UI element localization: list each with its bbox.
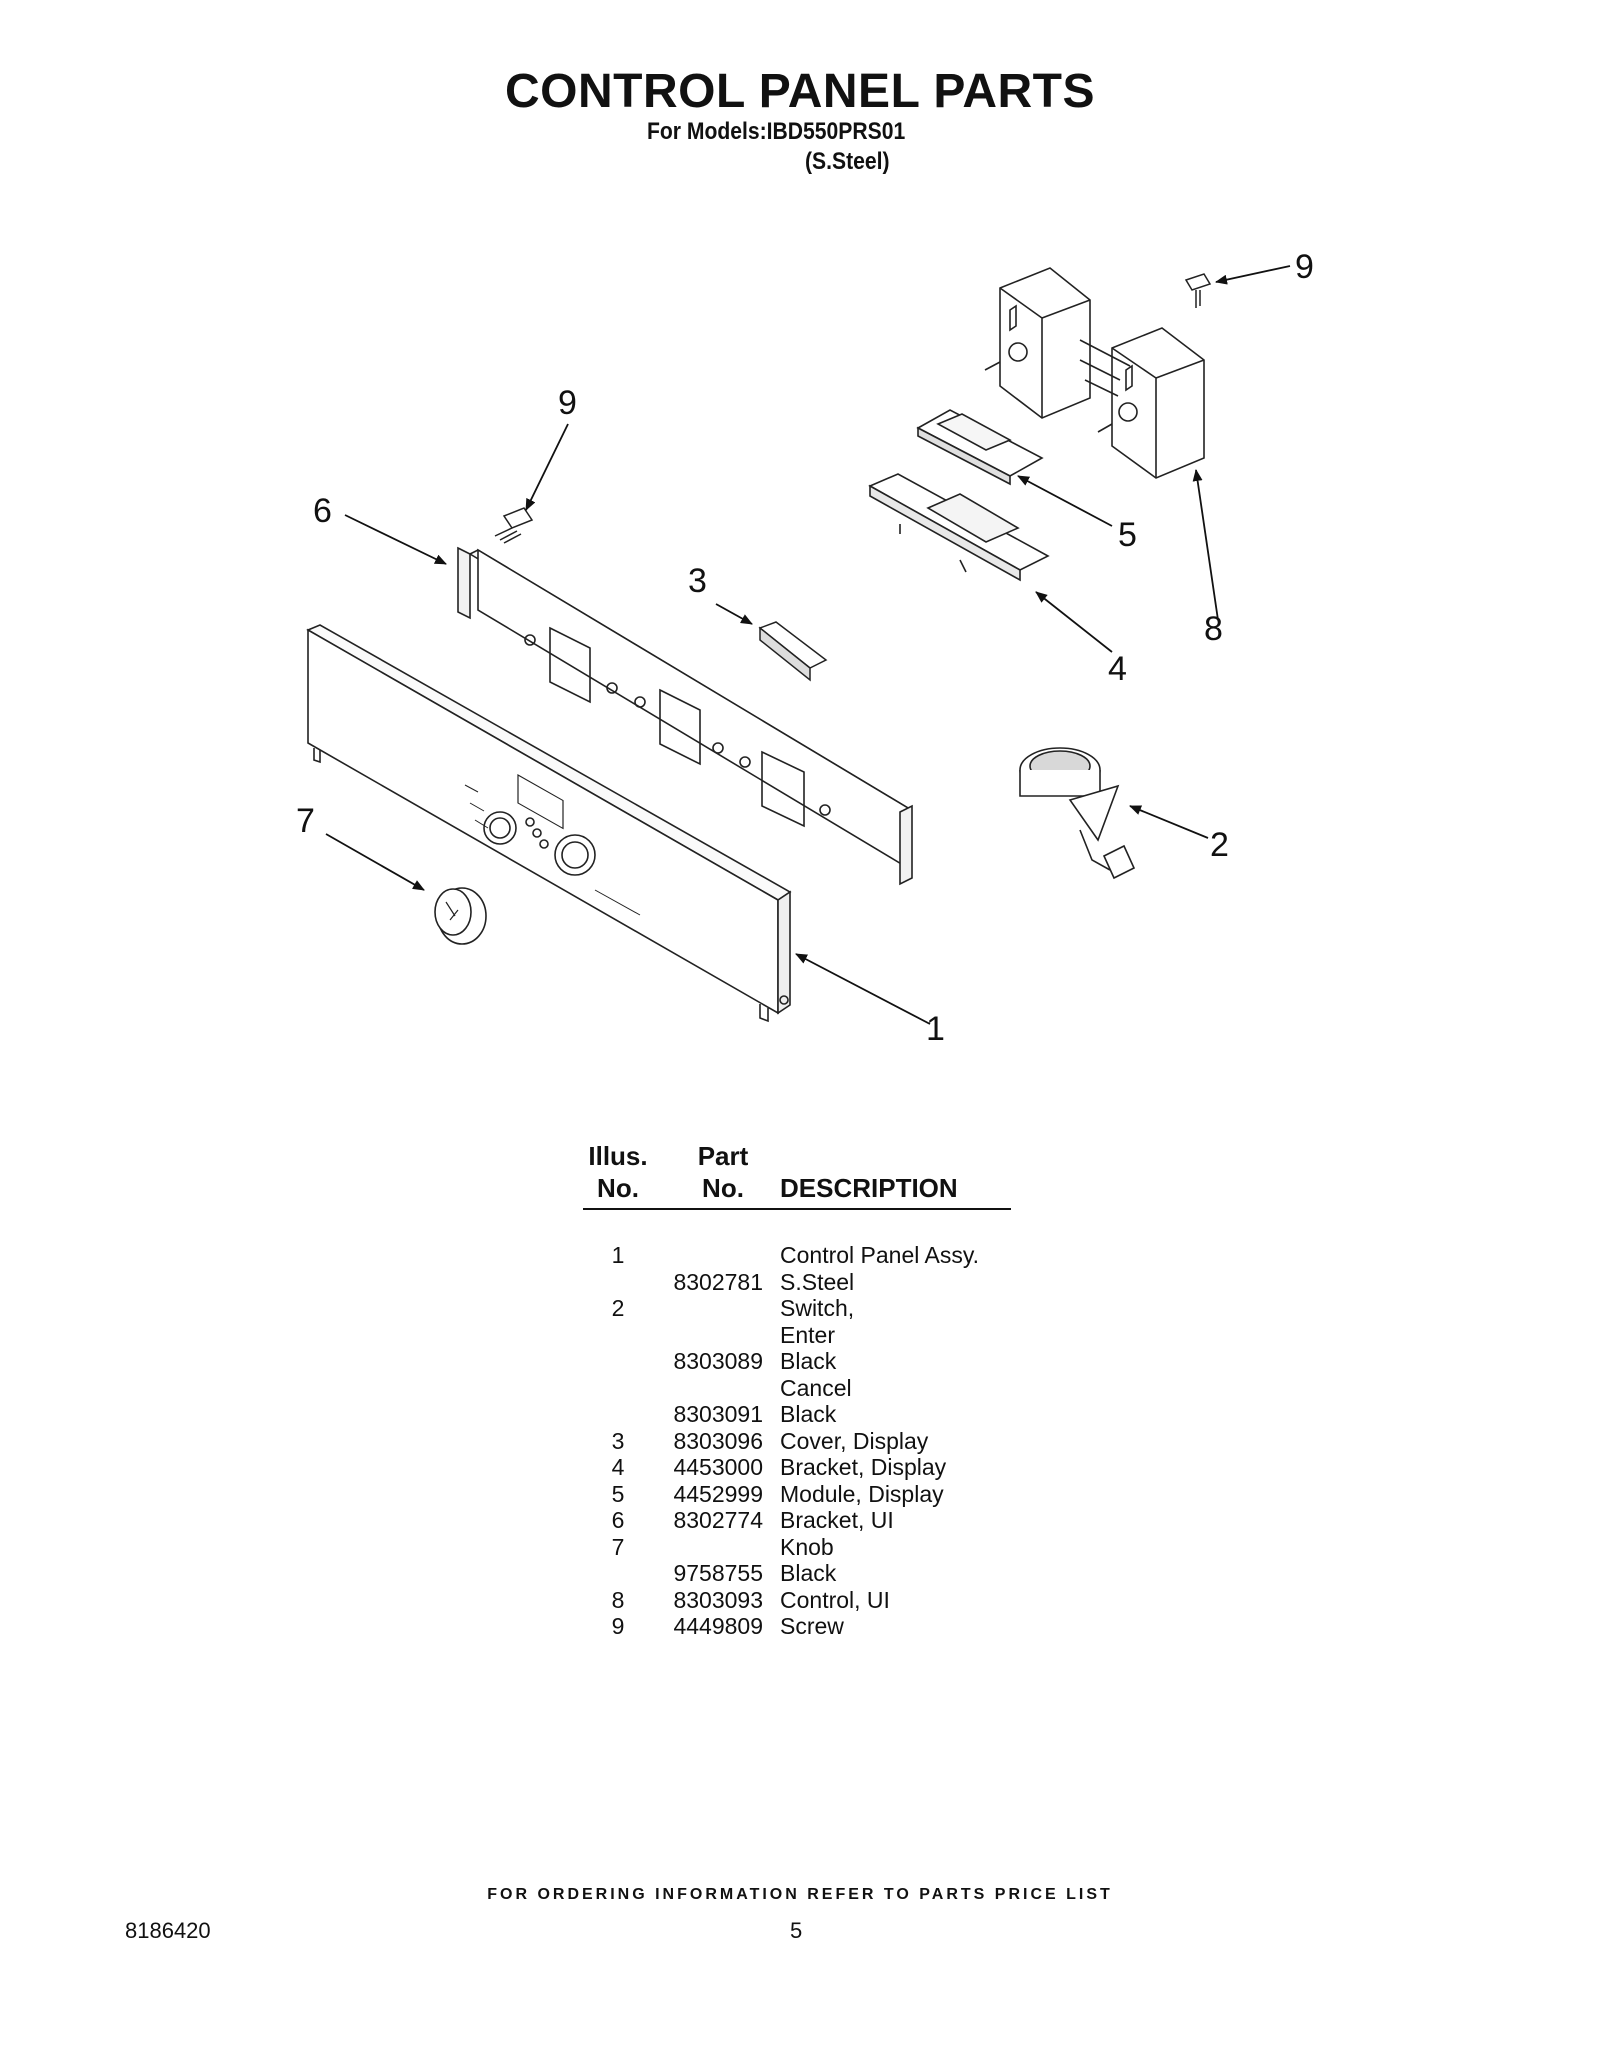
callout-1: 1 [926, 1010, 945, 1048]
leader-arrows [325, 265, 1291, 1025]
table-row: 3 8303096 Cover, Display [583, 1428, 1023, 1455]
callout-3: 3 [688, 562, 707, 600]
table-row: 7 Knob [583, 1534, 1023, 1561]
header-part: Part No. [697, 1141, 749, 1203]
description-cell: Knob [780, 1533, 834, 1560]
control-panel-assembly-drawing [306, 624, 792, 1023]
document-number: 8186420 [125, 1918, 211, 1943]
description-cell: Module, Display [780, 1480, 944, 1507]
part-number-cell: 8302781 [673, 1268, 763, 1295]
arrow-3 [715, 603, 753, 625]
table-row: 5 4452999 Module, Display [583, 1481, 1023, 1508]
arrow-9-right [1215, 265, 1291, 285]
description-cell: Black [780, 1401, 837, 1427]
table-row: 8 8303093 Control, UI [583, 1587, 1023, 1614]
arrow-2 [1129, 805, 1209, 839]
illus-cell: 2 [611, 1295, 625, 1321]
part-number-cell: 8303096 [673, 1427, 763, 1454]
description-cell: Enter [780, 1321, 835, 1348]
display-bracket-drawing [868, 473, 1050, 582]
arrow-1 [795, 953, 931, 1025]
callout-7: 7 [296, 802, 315, 840]
display-module-drawing [916, 409, 1044, 486]
table-row: 8302781 S.Steel [583, 1269, 1023, 1296]
arrow-9-left [525, 423, 569, 511]
knob-drawing [434, 887, 487, 945]
description-cell: Cancel [780, 1374, 852, 1401]
part-number-cell: 4452999 [673, 1480, 763, 1507]
illus-cell: 4 [611, 1454, 625, 1480]
table-row: 6 8302774 Bracket, UI [583, 1507, 1023, 1534]
header-rule [583, 1208, 1011, 1210]
arrow-4 [1035, 591, 1113, 653]
callout-2: 2 [1210, 826, 1229, 864]
table-row: 9 4449809 Screw [583, 1613, 1023, 1640]
illus-cell: 8 [611, 1586, 625, 1613]
table-row: Enter [583, 1322, 1023, 1349]
header-description: DESCRIPTION [780, 1173, 958, 1203]
table-row: 1 Control Panel Assy. [583, 1242, 1023, 1269]
arrow-7 [325, 833, 425, 891]
header-illus: Illus. No. [588, 1141, 648, 1203]
part-number-cell: 8303089 [673, 1348, 763, 1374]
callout-8: 8 [1204, 610, 1223, 648]
part-number-cell: 8303093 [673, 1586, 763, 1613]
illus-cell: 7 [611, 1533, 625, 1560]
part-number-cell: 8302774 [673, 1507, 763, 1533]
description-cell: Screw [780, 1613, 844, 1639]
parts-rows: 1 Control Panel Assy. 8302781 S.Steel 2 Switc… [583, 1242, 1023, 1640]
description-cell: Black [780, 1348, 837, 1374]
description-cell: Control, UI [780, 1586, 890, 1613]
description-cell: Cover, Display [780, 1427, 929, 1454]
illus-cell: 5 [611, 1480, 625, 1507]
ordering-note: FOR ORDERING INFORMATION REFER TO PARTS … [487, 1886, 1113, 1903]
illus-cell: 6 [611, 1507, 625, 1533]
page-title: CONTROL PANEL PARTS [505, 65, 1095, 118]
part-number-cell: 4453000 [673, 1454, 763, 1480]
arrow-5 [1017, 475, 1113, 527]
illus-cell: 9 [611, 1613, 625, 1639]
description-cell: Bracket, UI [780, 1507, 894, 1533]
part-number-cell: 4449809 [673, 1613, 763, 1639]
models-line: For Models:IBD550PRS01 [647, 118, 906, 145]
part-number-cell: 9758755 [673, 1560, 763, 1586]
table-row: 8303089 Black [583, 1348, 1023, 1375]
display-cover-drawing [758, 621, 828, 682]
callout-5: 5 [1118, 516, 1137, 554]
description-cell: Bracket, Display [780, 1454, 947, 1480]
screw-drawing [494, 507, 534, 544]
screw-right-drawing [1184, 273, 1212, 308]
table-row: 2 Switch, [583, 1295, 1023, 1322]
description-cell: Black [780, 1560, 837, 1586]
callout-6: 6 [313, 492, 332, 530]
description-cell: Control Panel Assy. [780, 1242, 980, 1268]
table-row: 8303091 Black [583, 1401, 1023, 1428]
exploded-parts-diagram: 9 9 6 3 5 8 4 2 7 1 [296, 248, 1314, 1048]
table-row: 4 4453000 Bracket, Display [583, 1454, 1023, 1481]
arrow-8 [1192, 469, 1219, 621]
callout-4: 4 [1108, 650, 1127, 688]
table-row: 9758755 Black [583, 1560, 1023, 1587]
illus-cell: 1 [611, 1242, 625, 1268]
illus-cell: 3 [611, 1427, 625, 1454]
ui-bracket-drawing [457, 546, 913, 886]
table-row: Cancel [583, 1375, 1023, 1402]
description-cell: Switch, [780, 1295, 855, 1321]
description-cell: S.Steel [780, 1268, 855, 1295]
finish-line: (S.Steel) [805, 148, 890, 175]
callout-9-left: 9 [558, 384, 577, 422]
callout-9-right: 9 [1295, 248, 1314, 286]
arrow-6 [344, 514, 447, 565]
part-number-cell: 8303091 [673, 1401, 763, 1427]
switch-drawing [1019, 747, 1136, 880]
page-number: 5 [790, 1918, 803, 1943]
ui-control-drawing [984, 267, 1205, 479]
